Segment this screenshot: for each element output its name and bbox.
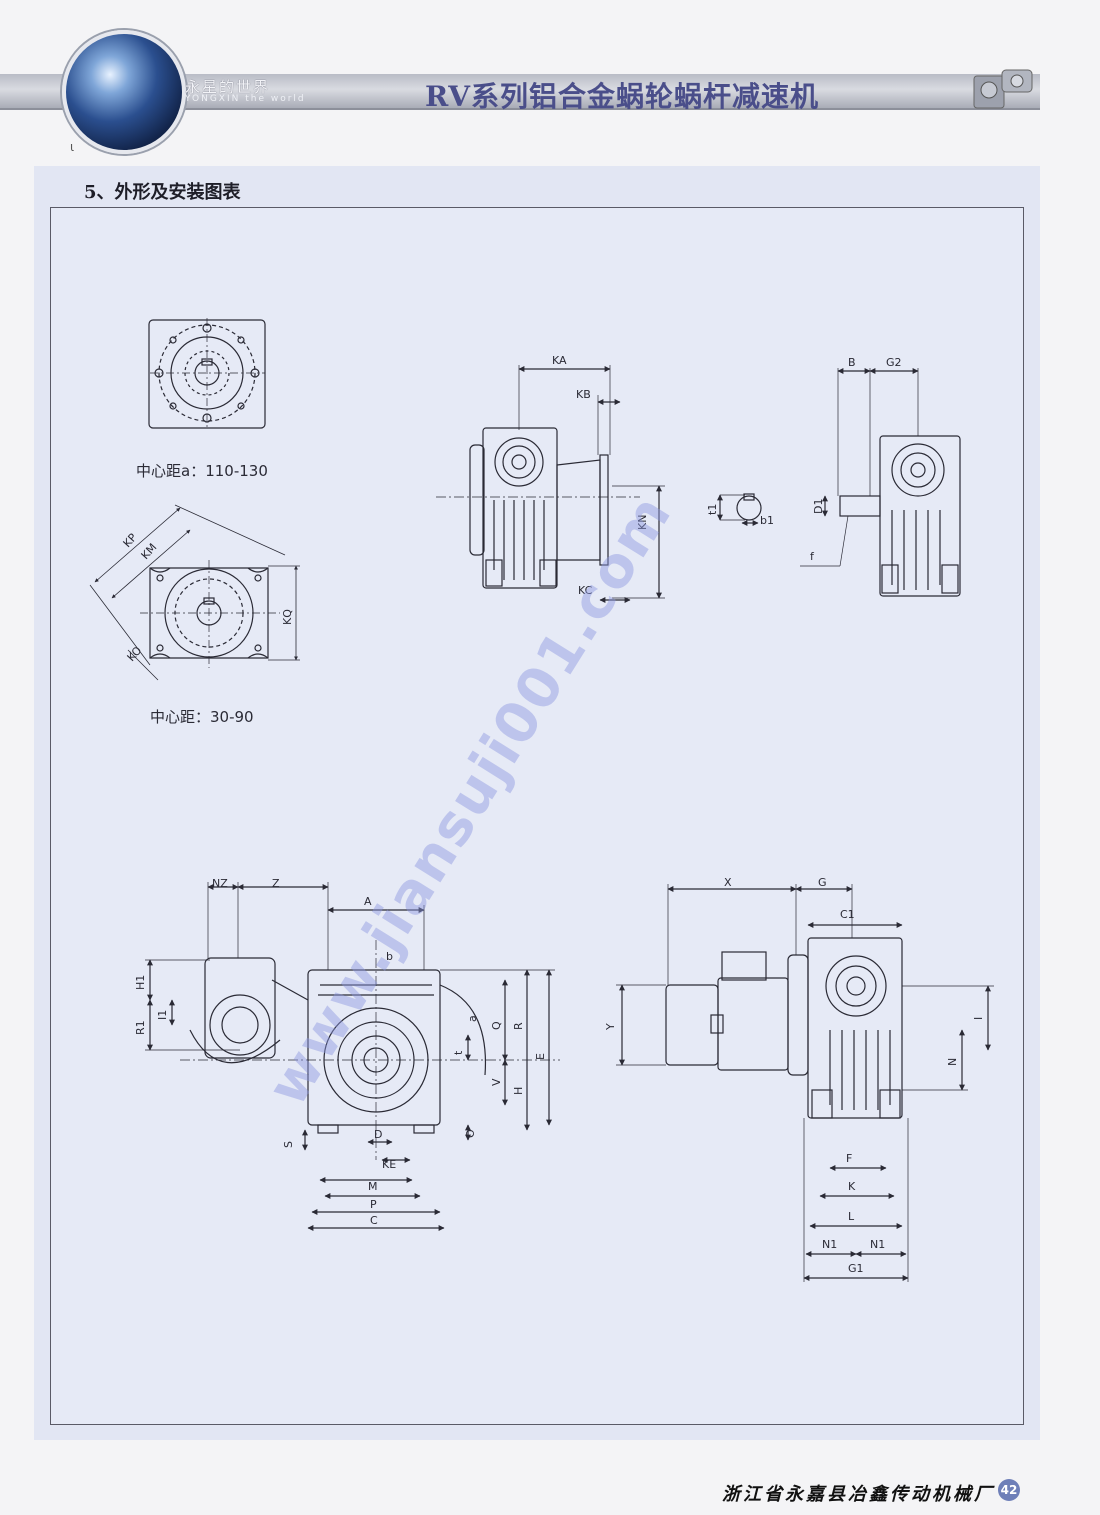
caption-flange-large: 中心距a：110-130 bbox=[136, 462, 268, 480]
dim-label-I: I bbox=[972, 1017, 985, 1020]
section-title: 5、外形及安装图表 bbox=[84, 182, 241, 203]
dim-label-L: L bbox=[848, 1210, 855, 1223]
brand-name-en: YONGXIN the world bbox=[185, 94, 306, 104]
page-number: 42 bbox=[998, 1479, 1020, 1501]
dim-label-b1: b1 bbox=[760, 514, 774, 527]
dim-label-C1: C1 bbox=[840, 908, 855, 921]
caption-flange-small: 中心距：30-90 bbox=[150, 708, 254, 726]
flange-small-drawing bbox=[89, 504, 300, 681]
footer-company: 浙江省永嘉县冶鑫传动机械厂 bbox=[722, 1484, 995, 1505]
dim-label-D: D bbox=[374, 1128, 382, 1141]
dim-label-G2: G2 bbox=[886, 356, 902, 369]
dim-label-B: B bbox=[848, 356, 856, 369]
dim-label-A: A bbox=[364, 895, 372, 908]
dim-label-E: E bbox=[534, 1053, 547, 1060]
dim-label-X: X bbox=[724, 876, 732, 889]
dim-label-t1: t1 bbox=[706, 504, 719, 515]
dim-label-N1-left: N1 bbox=[822, 1238, 837, 1251]
dim-label-P: P bbox=[370, 1198, 377, 1211]
dim-label-KN: KN bbox=[636, 515, 649, 530]
dim-label-Z: Z bbox=[272, 877, 280, 890]
dim-label-KP: KP bbox=[121, 531, 140, 550]
dim-label-S: S bbox=[282, 1141, 295, 1148]
motor-gearbox-side-view bbox=[616, 884, 994, 1282]
dim-label-G1: G1 bbox=[848, 1262, 864, 1275]
page-title: RV系列铝合金蜗轮蜗杆减速机 bbox=[425, 80, 819, 113]
dim-label-I1: I1 bbox=[156, 1010, 169, 1020]
dim-label-KB: KB bbox=[576, 388, 591, 401]
dim-label-KC: KC bbox=[578, 584, 593, 597]
dim-label-Q: Q bbox=[490, 1021, 503, 1030]
globe-logo bbox=[62, 30, 186, 154]
gearbox-flange-view bbox=[436, 365, 665, 603]
dim-label-KA: KA bbox=[552, 354, 567, 367]
dim-label-R1: R1 bbox=[134, 1020, 147, 1035]
flange-large-drawing bbox=[148, 318, 266, 430]
dim-label-KO: KO bbox=[125, 644, 145, 664]
dim-label-O: O bbox=[464, 1129, 477, 1138]
dim-label-M: M bbox=[368, 1180, 378, 1193]
brand-name-cn: 永星的世界 bbox=[185, 78, 271, 96]
dim-label-KM: KM bbox=[139, 541, 160, 562]
dim-label-KE: KE bbox=[382, 1158, 396, 1171]
dim-label-N: N bbox=[946, 1058, 959, 1066]
gearbox-thumbnail-icon bbox=[973, 69, 1033, 109]
dim-label-K: K bbox=[848, 1180, 856, 1193]
dim-label-D1: D1 bbox=[812, 499, 825, 514]
tick-mark: ι bbox=[70, 140, 75, 154]
dim-label-H1: H1 bbox=[134, 975, 147, 990]
dim-label-KQ: KQ bbox=[281, 609, 294, 625]
dim-label-NZ: NZ bbox=[212, 877, 228, 890]
gearbox-shaft-view bbox=[800, 368, 961, 597]
dim-label-F: F bbox=[846, 1152, 852, 1165]
dim-label-G: G bbox=[818, 876, 827, 889]
gearbox-front-view bbox=[145, 882, 560, 1231]
dim-label-a: a bbox=[466, 1015, 479, 1022]
dim-label-C: C bbox=[370, 1214, 378, 1227]
shaft-key-detail bbox=[717, 493, 762, 526]
dim-label-H: H bbox=[512, 1087, 525, 1095]
dim-label-R: R bbox=[512, 1022, 525, 1030]
dim-label-Y: Y bbox=[604, 1023, 617, 1031]
dim-label-b: b bbox=[386, 950, 393, 963]
dim-label-N1-right: N1 bbox=[870, 1238, 885, 1251]
dim-label-V: V bbox=[490, 1078, 503, 1086]
drawing-frame bbox=[50, 207, 1024, 1425]
dim-label-t: t bbox=[452, 1050, 465, 1055]
dim-label-f: f bbox=[810, 550, 815, 563]
